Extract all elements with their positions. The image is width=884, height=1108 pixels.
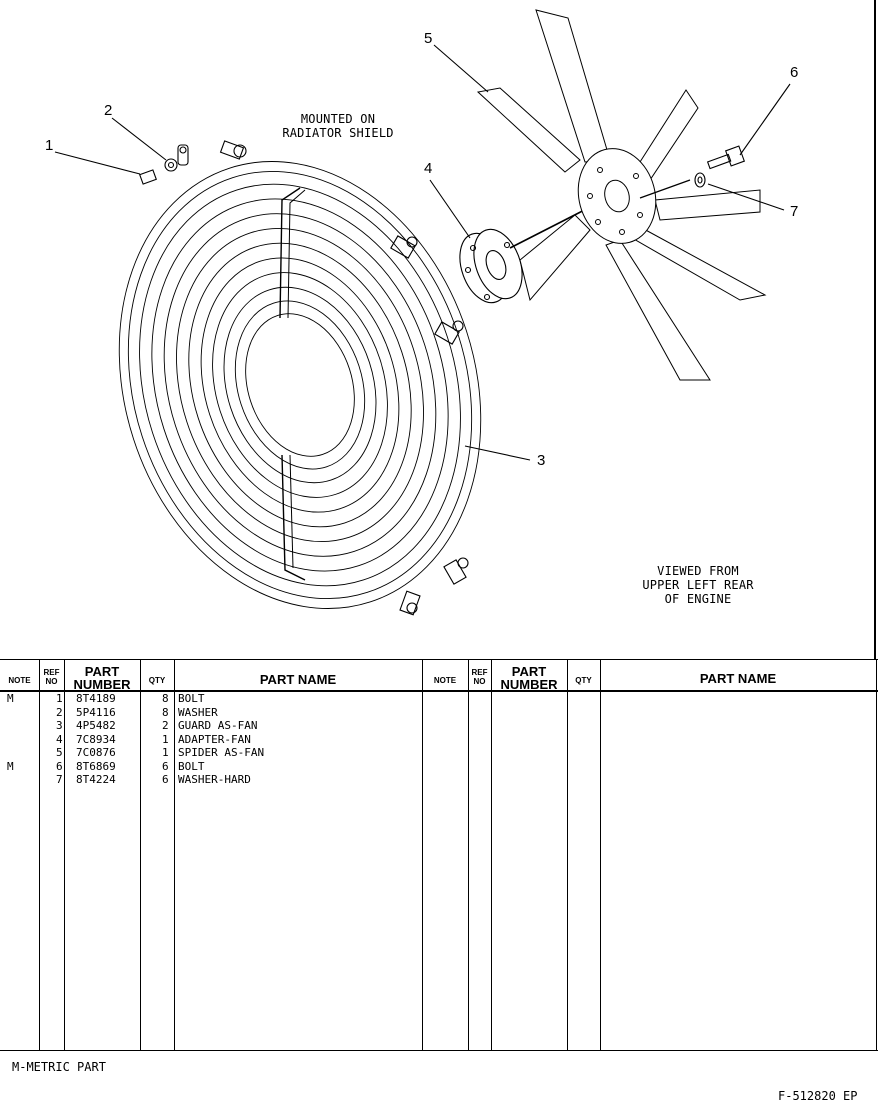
col-rule-8 <box>567 659 568 1051</box>
table-row: M 6 8T6869 6 BOLT <box>0 760 422 774</box>
row-qty: 8 <box>162 692 169 705</box>
parts-table: NOTE REF NO PART NUMBER QTY PART NAME NO… <box>0 659 878 1052</box>
header-ref-right-line-2: NO <box>473 677 486 686</box>
row-ref: 4 <box>56 732 63 746</box>
row-part-name: GUARD AS-FAN <box>178 719 258 732</box>
bolt-1-drawing <box>139 144 189 185</box>
col-rule-3 <box>140 659 141 1051</box>
table-row: 5 7C0876 1 SPIDER AS-FAN <box>0 746 422 760</box>
col-rule-4 <box>174 659 175 1051</box>
col-rule-7 <box>491 659 492 1051</box>
leader-lines <box>54 44 791 461</box>
row-part-number: 5P4116 <box>76 705 116 719</box>
view-note-line-1: VIEWED FROM <box>657 564 739 578</box>
table-header-rule <box>0 690 878 692</box>
fan-adapter-drawing <box>459 228 523 304</box>
callout-4: 4 <box>424 160 433 177</box>
view-note-line-3: OF ENGINE <box>664 592 732 606</box>
callout-6: 6 <box>790 64 799 81</box>
col-rule-6 <box>468 659 469 1051</box>
row-qty: 1 <box>162 746 169 759</box>
table-row: 4 7C8934 1 ADAPTER-FAN <box>0 733 422 747</box>
row-part-number: 7C0876 <box>76 746 116 759</box>
callout-5: 5 <box>424 30 433 47</box>
table-bottom-rule <box>0 1050 878 1051</box>
row-qty: 1 <box>162 732 169 746</box>
callout-3: 3 <box>537 452 546 469</box>
row-part-name: WASHER-HARD <box>178 773 251 786</box>
metric-footnote: M-METRIC PART <box>12 1060 106 1074</box>
col-rule-2 <box>64 659 65 1051</box>
row-ref: 5 <box>56 746 63 759</box>
table-row: 2 5P4116 8 WASHER <box>0 706 422 720</box>
bolt-6-drawing <box>694 145 746 188</box>
row-part-number: 8T4189 <box>76 692 116 705</box>
row-ref: 3 <box>56 719 63 732</box>
row-qty: 6 <box>162 759 169 773</box>
table-row: 7 8T4224 6 WASHER-HARD <box>0 773 422 787</box>
view-note: VIEWED FROM UPPER LEFT REAR OF ENGINE <box>626 564 770 606</box>
row-part-name: BOLT <box>178 759 205 773</box>
row-note: M <box>7 759 14 773</box>
page-border <box>874 0 876 660</box>
table-top-rule <box>0 659 878 660</box>
table-row: 3 4P5482 2 GUARD AS-FAN <box>0 719 422 733</box>
row-ref: 2 <box>56 705 63 719</box>
header-part-number-right-line-1: PART <box>511 664 547 679</box>
header-part-number-line-1: PART <box>84 664 120 679</box>
callout-1: 1 <box>45 137 54 154</box>
mounted-note-line-1: MOUNTED ON <box>300 112 376 126</box>
row-ref: 1 <box>56 692 63 705</box>
callout-7: 7 <box>790 203 799 220</box>
row-part-number: 4P5482 <box>76 719 116 732</box>
col-rule-10 <box>876 659 877 1051</box>
col-rule-5 <box>422 659 423 1051</box>
row-note: M <box>7 692 14 705</box>
row-qty: 6 <box>162 773 169 786</box>
row-part-name: SPIDER AS-FAN <box>178 746 265 759</box>
row-ref: 7 <box>56 773 63 786</box>
header-ref-right-line-1: REF <box>471 668 488 677</box>
header-part-number-right-line-2: NUMBER <box>500 677 558 692</box>
header-part-name-right: PART NAME <box>699 671 777 686</box>
row-qty: 2 <box>162 719 169 732</box>
view-note-line-2: UPPER LEFT REAR <box>642 578 754 592</box>
exploded-view-diagram <box>54 9 791 616</box>
header-qty-right: QTY <box>575 676 592 685</box>
drawing-number: F-512820 EP <box>778 1089 858 1103</box>
row-part-number: 8T6869 <box>76 759 116 773</box>
header-note-right: NOTE <box>433 676 457 685</box>
header-note: NOTE <box>8 676 31 685</box>
row-part-number: 7C8934 <box>76 732 116 746</box>
mounted-note: MOUNTED ON RADIATOR SHIELD <box>268 112 408 140</box>
row-part-name: BOLT <box>178 692 205 705</box>
row-part-name: ADAPTER-FAN <box>178 732 251 746</box>
header-ref-line-2: NO <box>45 677 58 686</box>
header-qty: QTY <box>148 676 166 685</box>
row-part-name: WASHER <box>178 705 218 719</box>
fan-guard-drawing <box>118 140 482 616</box>
col-rule-9 <box>600 659 601 1051</box>
row-ref: 6 <box>56 759 63 773</box>
mounted-note-line-2: RADIATOR SHIELD <box>282 126 394 140</box>
col-rule-1 <box>39 659 40 1051</box>
row-qty: 8 <box>162 705 169 719</box>
header-part-number-line-2: NUMBER <box>73 677 131 692</box>
row-part-number: 8T4224 <box>76 773 116 786</box>
header-part-name: PART NAME <box>259 672 337 687</box>
fan-spider-drawing <box>476 9 767 381</box>
header-ref-line-1: REF <box>43 668 60 677</box>
callout-2: 2 <box>104 102 113 119</box>
table-row: M 1 8T4189 8 BOLT <box>0 692 422 706</box>
